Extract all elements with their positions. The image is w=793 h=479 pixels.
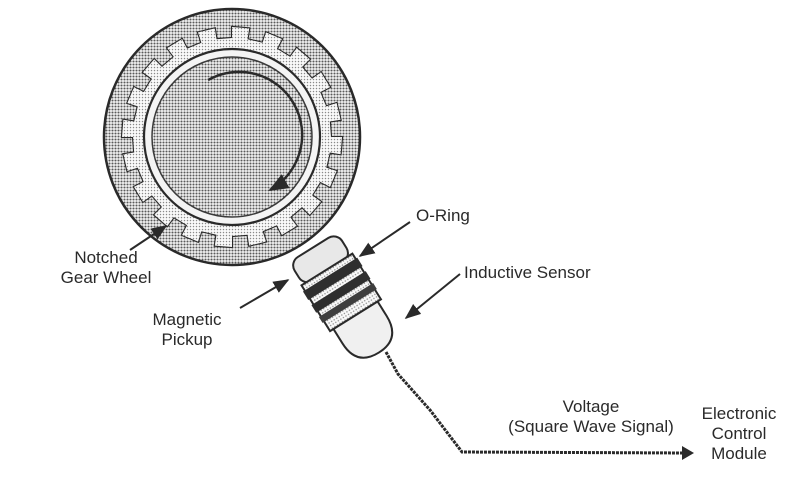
magnetic-pickup-line-1: Magnetic bbox=[152, 310, 222, 329]
voltage-line-2: (Square Wave Signal) bbox=[508, 417, 674, 436]
notched-gear-wheel-line-1: Notched bbox=[74, 248, 138, 267]
inductive-sensor-label: Inductive Sensor bbox=[464, 263, 591, 282]
notched-gear-wheel bbox=[102, 7, 362, 267]
magnetic-pickup-line-2: Pickup bbox=[161, 330, 213, 349]
signal-wire bbox=[384, 351, 685, 455]
voltage-label: Voltage (Square Wave Signal) bbox=[496, 397, 686, 437]
ecm-line-2: Control bbox=[711, 424, 767, 443]
signal-wire-arrowhead bbox=[682, 446, 694, 460]
o-ring-3 bbox=[318, 283, 377, 323]
o-ring bbox=[302, 257, 363, 300]
sensor-rear-cap bbox=[332, 300, 394, 359]
ecm-line-1: Electronic bbox=[701, 404, 777, 423]
notched-gear-leader bbox=[129, 225, 168, 251]
o-ring-2 bbox=[311, 271, 371, 313]
electronic-control-module-label: Electronic Control Module bbox=[690, 404, 788, 464]
ecm-line-3: Module bbox=[711, 444, 767, 463]
gear-hub bbox=[151, 56, 313, 218]
rotation-arrow bbox=[207, 70, 304, 192]
o-ring-label: O-Ring bbox=[416, 206, 470, 225]
magnetic-pickup-label: Magnetic Pickup bbox=[136, 310, 238, 350]
inductive-sensor-body bbox=[292, 235, 394, 359]
voltage-line-1: Voltage bbox=[562, 397, 620, 416]
magnetic-pickup-leader bbox=[239, 279, 290, 309]
notched-gear-wheel-line-2: Gear Wheel bbox=[60, 268, 152, 287]
inductive-sensor-leader bbox=[404, 273, 461, 320]
notched-gear-wheel-label: Notched Gear Wheel bbox=[56, 248, 156, 288]
o-ring-leader bbox=[358, 221, 411, 257]
